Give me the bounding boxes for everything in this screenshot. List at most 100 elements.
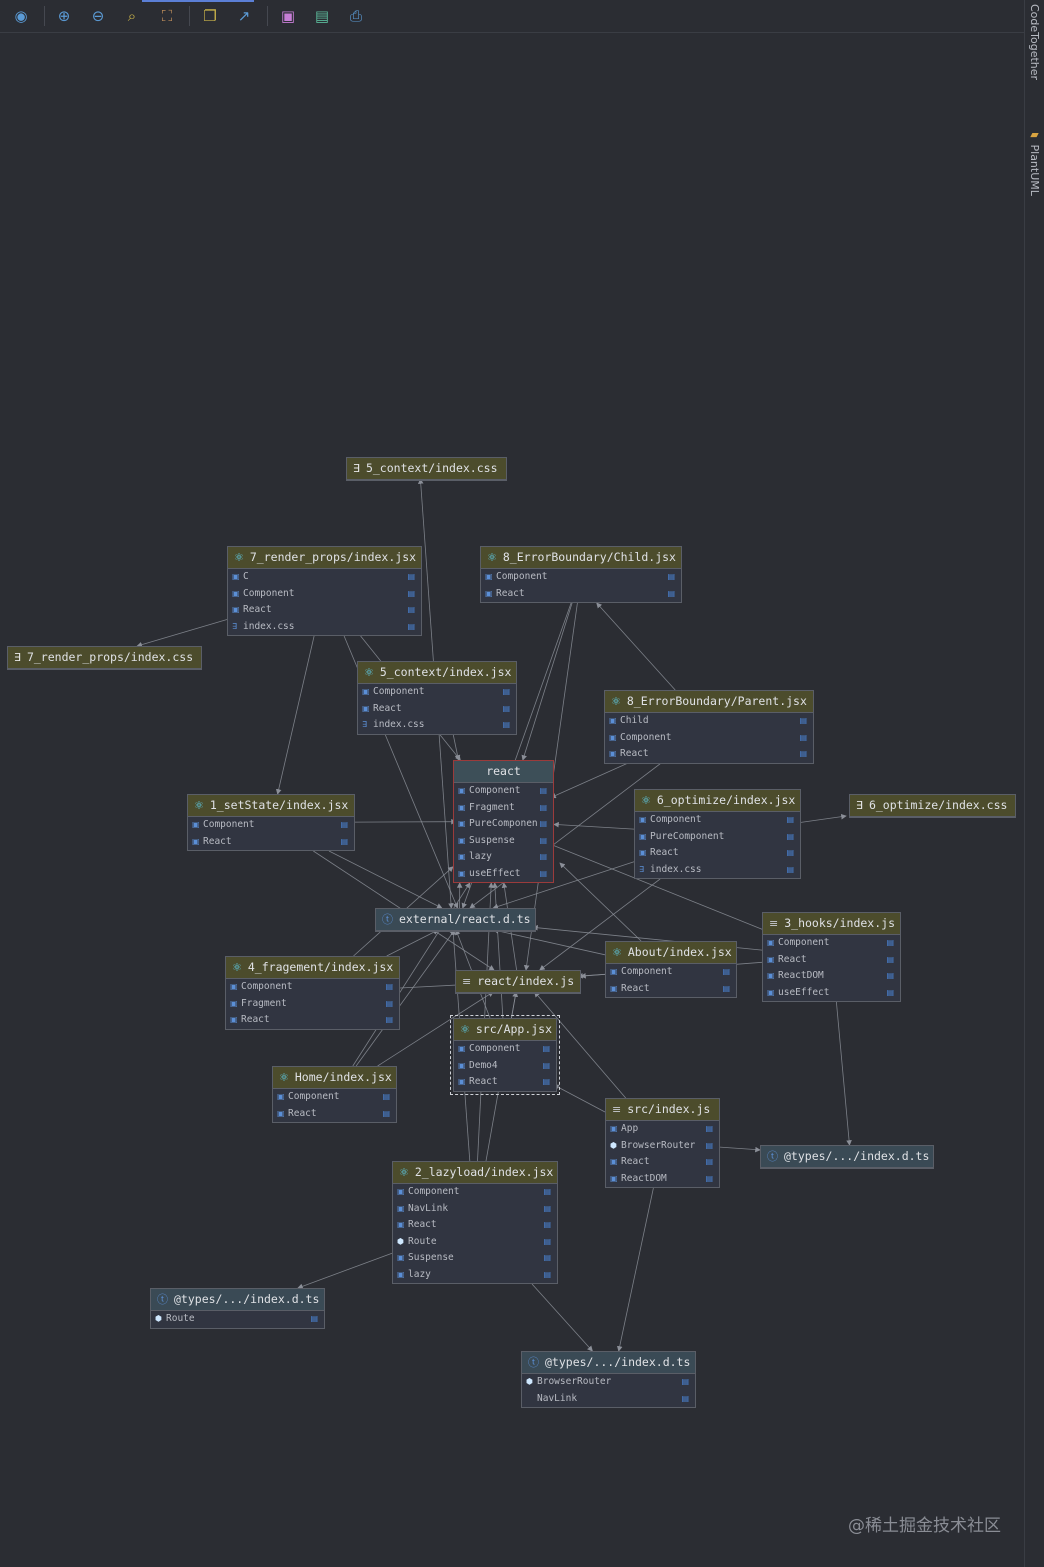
node-member-row[interactable]: ▣React▤ xyxy=(635,845,800,862)
node-ctx[interactable]: ⚛5_context/index.jsx▣Component▤▣React▤∃i… xyxy=(357,661,517,735)
fit-content-icon[interactable]: ⛶ xyxy=(161,6,173,25)
node-member-row[interactable]: ▣Fragment▤ xyxy=(226,996,399,1013)
class-icon: ▣ xyxy=(232,605,240,614)
node-setstate[interactable]: ⚛1_setState/index.jsx▣Component▤▣React▤ xyxy=(187,794,355,851)
node-title: About/index.jsx xyxy=(627,945,732,959)
file-icon: ▤ xyxy=(539,852,547,861)
node-member-row[interactable]: ▣React▤ xyxy=(454,1074,556,1091)
node-member-row[interactable]: ▣React▤ xyxy=(763,952,900,969)
edge-frag-to-reactjs xyxy=(399,982,462,989)
node-ctxcss[interactable]: ∃5_context/index.css xyxy=(346,457,507,481)
node-render[interactable]: ⚛7_render_props/index.jsx▣C▤▣Component▤▣… xyxy=(227,546,422,636)
node-member-row[interactable]: NavLink▤ xyxy=(522,1391,695,1408)
node-member-row[interactable]: ▣PureComponent▤ xyxy=(635,829,800,846)
node-member-row[interactable]: ⬢Route▤ xyxy=(393,1234,557,1251)
node-member-row[interactable]: ▣Suspense▤ xyxy=(454,833,553,850)
node-member-row[interactable]: ∃index.css▤ xyxy=(635,862,800,879)
node-member-row[interactable]: ∃index.css▤ xyxy=(228,619,421,636)
node-rendercss[interactable]: ∃7_render_props/index.css xyxy=(7,646,202,670)
node-header: react xyxy=(454,761,553,783)
class-icon: ▣ xyxy=(397,1203,405,1213)
node-member-row[interactable]: ▣React▤ xyxy=(228,602,421,619)
module-icon: ⬢ xyxy=(155,1314,162,1323)
node-member-row[interactable]: ▣Demo4▤ xyxy=(454,1058,556,1075)
node-member-row[interactable]: ⬢BrowserRouter▤ xyxy=(522,1374,695,1391)
node-hooks[interactable]: ≡3_hooks/index.js▣Component▤▣React▤▣Reac… xyxy=(762,912,901,1002)
node-member-row[interactable]: ▣Component▤ xyxy=(606,964,736,981)
node-optcss[interactable]: ∃6_optimize/index.css xyxy=(849,794,1016,818)
export-file-icon[interactable]: ▤ xyxy=(314,6,330,25)
node-member-row[interactable]: ▣App▤ xyxy=(606,1121,719,1138)
node-home[interactable]: ⚛Home/index.jsx▣Component▤▣React▤ xyxy=(272,1066,397,1123)
node-member-row[interactable]: ▣React▤ xyxy=(358,701,516,718)
file-icon: ▤ xyxy=(539,819,547,828)
node-about[interactable]: ⚛About/index.jsx▣Component▤▣React▤ xyxy=(605,941,737,998)
node-member-row[interactable]: ▣Suspense▤ xyxy=(393,1250,557,1267)
member-label: Component xyxy=(469,785,521,796)
node-optimize[interactable]: ⚛6_optimize/index.jsx▣Component▤▣PureCom… xyxy=(634,789,801,879)
node-member-row[interactable]: ▣Child▤ xyxy=(605,713,813,730)
node-member-row[interactable]: ▣Component▤ xyxy=(393,1184,557,1201)
node-types1[interactable]: ⓣ@types/.../index.d.ts xyxy=(760,1145,934,1169)
node-member-row[interactable]: ▣Component▤ xyxy=(226,979,399,996)
node-types2[interactable]: ⓣ@types/.../index.d.ts⬢Route▤ xyxy=(150,1288,325,1329)
node-srcindex[interactable]: ≡src/index.js▣App▤⬢BrowserRouter▤▣React▤… xyxy=(605,1098,720,1188)
node-ebchild[interactable]: ⚛8_ErrorBoundary/Child.jsx▣Component▤▣Re… xyxy=(480,546,682,603)
codetogether-tab[interactable]: CodeTogether xyxy=(1028,4,1041,81)
node-member-row[interactable]: ▣useEffect▤ xyxy=(454,866,553,883)
print-icon[interactable]: ⎙ xyxy=(349,6,362,25)
node-member-row[interactable]: ▣React▤ xyxy=(605,746,813,763)
node-member-row[interactable]: ▣Component▤ xyxy=(454,1041,556,1058)
node-member-row[interactable]: ▣React▤ xyxy=(188,834,354,851)
node-member-row[interactable]: ▣ReactDOM▤ xyxy=(763,968,900,985)
actual-size-icon[interactable]: ⌕ xyxy=(127,6,137,25)
node-member-row[interactable]: ▣Component▤ xyxy=(454,783,553,800)
plantuml-tab[interactable]: ▰ PlantUML xyxy=(1028,128,1041,196)
node-member-row[interactable]: ▣Component▤ xyxy=(273,1089,396,1106)
layout-icon[interactable]: ❐ xyxy=(203,6,217,25)
edge-render-to-setstate xyxy=(275,635,315,795)
node-member-row[interactable]: ⬢Route▤ xyxy=(151,1311,324,1328)
node-member-row[interactable]: ▣Component▤ xyxy=(188,817,354,834)
ts-file-icon: ⓣ xyxy=(528,1356,539,1369)
node-frag[interactable]: ⚛4_fragement/index.jsx▣Component▤▣Fragme… xyxy=(225,956,400,1030)
node-member-row[interactable]: ▣Component▤ xyxy=(358,684,516,701)
node-app[interactable]: ⚛src/App.jsx▣Component▤▣Demo4▤▣React▤ xyxy=(450,1015,560,1095)
node-member-row[interactable]: ▣Component▤ xyxy=(635,812,800,829)
zoom-out-icon[interactable]: ⊖ xyxy=(91,6,105,25)
node-member-row[interactable]: ▣lazy▤ xyxy=(454,849,553,866)
node-member-row[interactable]: ▣C▤ xyxy=(228,569,421,586)
node-react[interactable]: react▣Component▤▣Fragment▤▣PureComponent… xyxy=(453,760,554,883)
node-member-row[interactable]: ▣Component▤ xyxy=(605,730,813,747)
node-member-row[interactable]: ▣Component▤ xyxy=(481,569,681,586)
node-member-row[interactable]: ▣useEffect▤ xyxy=(763,985,900,1002)
node-reactjs[interactable]: ≡react/index.js xyxy=(455,970,581,994)
node-member-row[interactable]: ▣Component▤ xyxy=(763,935,900,952)
node-member-row[interactable]: ▣React▤ xyxy=(606,1154,719,1171)
node-member-row[interactable]: ▣Fragment▤ xyxy=(454,800,553,817)
node-member-row[interactable]: ▣Component▤ xyxy=(228,586,421,603)
node-member-row[interactable]: ▣React▤ xyxy=(226,1012,399,1029)
eye-icon[interactable]: ◉ xyxy=(14,6,28,25)
save-icon[interactable]: ▣ xyxy=(280,6,296,25)
export-arrow-icon[interactable]: ↗ xyxy=(237,6,251,25)
node-member-row[interactable]: ∃index.css▤ xyxy=(358,717,516,734)
node-member-row[interactable]: ⬢BrowserRouter▤ xyxy=(606,1138,719,1155)
node-member-row[interactable]: ▣React▤ xyxy=(481,586,681,603)
node-ebparent[interactable]: ⚛8_ErrorBoundary/Parent.jsx▣Child▤▣Compo… xyxy=(604,690,814,764)
node-member-row[interactable]: ▣ReactDOM▤ xyxy=(606,1171,719,1188)
node-member-row[interactable]: ▣PureComponent▤ xyxy=(454,816,553,833)
node-member-row[interactable]: ▣React▤ xyxy=(606,981,736,998)
zoom-in-icon[interactable]: ⊕ xyxy=(57,6,71,25)
node-types3[interactable]: ⓣ@types/.../index.d.ts⬢BrowserRouter▤Nav… xyxy=(521,1351,696,1408)
file-icon: ▤ xyxy=(886,971,894,980)
node-member-row[interactable]: ▣NavLink▤ xyxy=(393,1201,557,1218)
edge-srcindex-to-types3 xyxy=(616,1187,654,1352)
file-icon: ▤ xyxy=(539,868,547,878)
node-member-row[interactable]: ▣React▤ xyxy=(393,1217,557,1234)
node-member-row[interactable]: ▣lazy▤ xyxy=(393,1267,557,1284)
node-lazy[interactable]: ⚛2_lazyload/index.jsx▣Component▤▣NavLink… xyxy=(392,1161,558,1284)
node-member-row[interactable]: ▣React▤ xyxy=(273,1106,396,1123)
